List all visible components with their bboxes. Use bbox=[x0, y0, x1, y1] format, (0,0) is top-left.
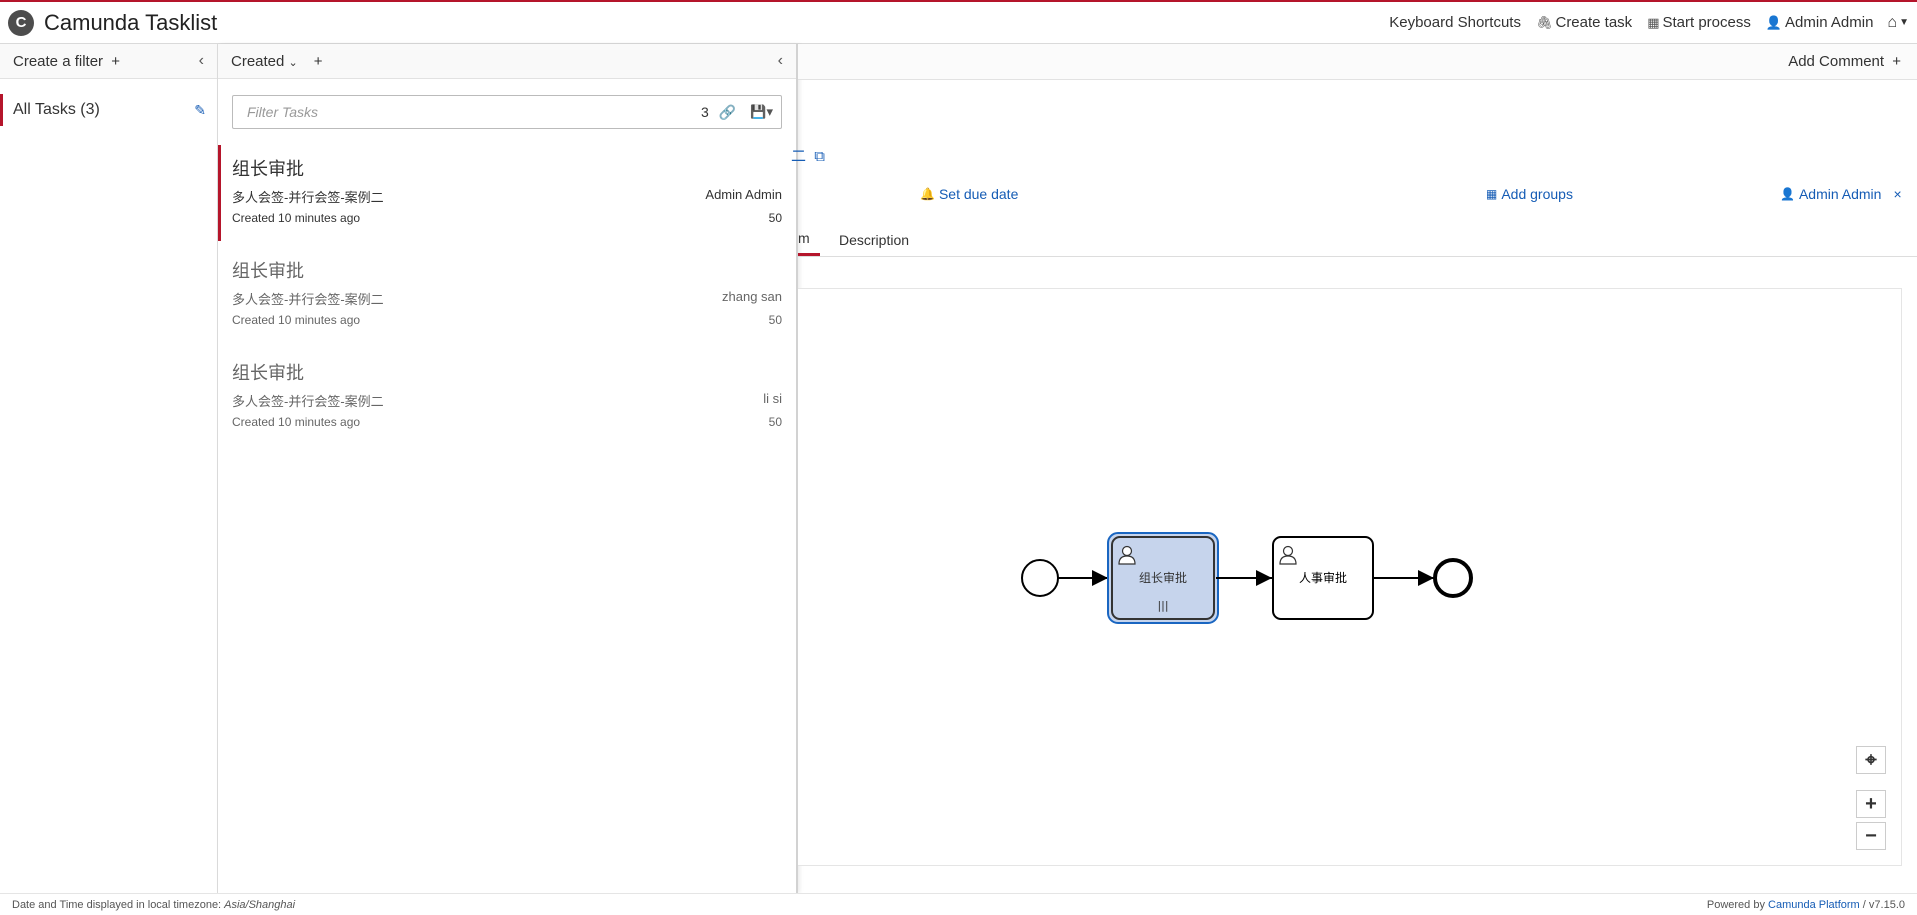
set-due-date-button[interactable]: 🔔 Set due date bbox=[920, 186, 1019, 202]
filter-item-all-tasks[interactable]: All Tasks (3) ✎ bbox=[0, 94, 216, 126]
assignee-control[interactable]: 👤 Admin Admin × bbox=[1780, 186, 1902, 202]
start-process-link[interactable]: ▦ Start process bbox=[1647, 14, 1751, 31]
task-list-column: Created ⌄ + ‹ 3 🔗 💾▾ 组长审批 多人会签-并行会签-案例二 … bbox=[218, 44, 798, 893]
remove-assignee-close-icon[interactable]: × bbox=[1893, 186, 1902, 202]
create-filter-button[interactable]: Create a filter + bbox=[13, 52, 120, 70]
task-list-item[interactable]: 组长审批 多人会签-并行会签-案例二 zhang san Created 10 … bbox=[218, 247, 796, 343]
bpmn-diagram: 组长审批 ||| 人事审批 bbox=[1021, 532, 1473, 624]
camunda-logo-icon[interactable]: C bbox=[8, 9, 34, 36]
task-created: Created 10 minutes ago bbox=[232, 415, 361, 429]
multi-instance-parallel-icon: ||| bbox=[1157, 599, 1168, 612]
caret-down-icon: ▼ bbox=[1899, 17, 1909, 28]
task-assignee: li si bbox=[763, 391, 782, 406]
grid-icon: ▦ bbox=[1486, 187, 1498, 201]
powered-by: Powered by Camunda Platform / v7.15.0 bbox=[1706, 898, 1905, 911]
brand-top-line bbox=[0, 0, 1917, 2]
plus-icon: + bbox=[1892, 53, 1901, 70]
task-assignee: zhang san bbox=[722, 289, 782, 304]
create-task-link[interactable]: 🖇 Create task bbox=[1535, 14, 1633, 31]
task-process: 多人会签-并行会签-案例二 bbox=[232, 190, 384, 205]
task-priority: 50 bbox=[768, 415, 782, 429]
sort-by-dropdown[interactable]: Created ⌄ bbox=[231, 52, 298, 70]
keyboard-shortcuts-link[interactable]: Keyboard Shortcuts bbox=[1389, 14, 1521, 31]
link-icon[interactable]: 🔗 bbox=[718, 103, 737, 120]
task-count: 3 bbox=[701, 104, 709, 120]
task-created: Created 10 minutes ago bbox=[232, 211, 361, 225]
task-process: 多人会签-并行会签-案例二 bbox=[232, 394, 384, 409]
user-task-icon bbox=[1279, 545, 1297, 565]
user-menu[interactable]: 👤 Admin Admin bbox=[1765, 14, 1874, 31]
filter-tasks-search: 3 🔗 💾▾ bbox=[232, 95, 782, 129]
collapse-chevron-left-icon[interactable]: ‹ bbox=[777, 52, 783, 69]
zoom-out-minus-icon[interactable]: − bbox=[1856, 822, 1886, 850]
start-event[interactable] bbox=[1021, 559, 1059, 597]
task-name: 组长审批 bbox=[232, 159, 304, 179]
task-label: 人事审批 bbox=[1299, 570, 1347, 585]
collapse-chevron-left-icon[interactable]: ‹ bbox=[198, 52, 204, 69]
home-icon: ⌂ bbox=[1887, 13, 1898, 31]
home-menu[interactable]: ⌂ ▼ bbox=[1887, 14, 1909, 32]
reset-view-crosshair-icon[interactable]: ⌖ bbox=[1856, 746, 1886, 774]
bpmn-diagram-canvas[interactable]: 组长审批 ||| 人事审批 bbox=[798, 288, 1902, 866]
filters-column: Create a filter + ‹ All Tasks (3) ✎ bbox=[0, 44, 218, 893]
task-label: 组长审批 bbox=[1139, 570, 1187, 585]
external-link-icon: ⧉ bbox=[814, 148, 825, 165]
calculator-icon: ▦ bbox=[1647, 14, 1660, 30]
task-name: 组长审批 bbox=[232, 261, 304, 281]
process-instance-link[interactable]: 二 ⧉ bbox=[791, 148, 825, 165]
user-icon: 👤 bbox=[1765, 14, 1783, 30]
navbar: C Camunda Tasklist Keyboard Shortcuts 🖇 … bbox=[0, 2, 1917, 44]
task-created: Created 10 minutes ago bbox=[232, 313, 361, 327]
tasklist-header: Created ⌄ + ‹ bbox=[218, 44, 796, 79]
zoom-in-plus-icon[interactable]: + bbox=[1856, 790, 1886, 818]
task-priority: 50 bbox=[768, 211, 782, 225]
add-comment-button[interactable]: Add Comment + bbox=[1788, 53, 1901, 70]
task-assignee: Admin Admin bbox=[705, 187, 782, 202]
user-icon: 👤 bbox=[1780, 187, 1795, 201]
task-list-item[interactable]: 组长审批 多人会签-并行会签-案例二 li si Created 10 minu… bbox=[218, 349, 796, 445]
add-groups-button[interactable]: ▦ Add groups bbox=[1486, 186, 1573, 202]
bell-icon: 🔔 bbox=[920, 187, 935, 201]
add-sorting-plus-icon[interactable]: + bbox=[313, 52, 323, 70]
timezone-value: Asia/Shanghai bbox=[224, 898, 296, 911]
task-list-item[interactable]: 组长审批 多人会签-并行会签-案例二 Admin Admin Created 1… bbox=[218, 145, 796, 241]
task-name: 组长审批 bbox=[232, 363, 304, 383]
filters-header: Create a filter + ‹ bbox=[0, 44, 217, 79]
camunda-platform-link[interactable]: Camunda Platform bbox=[1768, 898, 1860, 911]
paperclip-icon: 🖇 bbox=[1535, 14, 1553, 30]
plus-icon: + bbox=[111, 52, 120, 70]
task-process: 多人会签-并行会签-案例二 bbox=[232, 292, 384, 307]
task-group-leader-approval[interactable] bbox=[1111, 536, 1215, 620]
end-event[interactable] bbox=[1433, 558, 1473, 598]
chevron-down-icon: ⌄ bbox=[288, 56, 298, 69]
pencil-icon[interactable]: ✎ bbox=[194, 101, 206, 118]
filter-tasks-input[interactable] bbox=[245, 103, 702, 121]
app-title[interactable]: Camunda Tasklist bbox=[44, 9, 218, 35]
tab-description[interactable]: Description bbox=[839, 232, 910, 248]
tab-diagram[interactable]: m bbox=[798, 230, 820, 256]
save-dropdown-icon[interactable]: 💾▾ bbox=[750, 104, 773, 119]
footer: Date and Time displayed in local timezon… bbox=[0, 893, 1917, 915]
task-priority: 50 bbox=[768, 313, 782, 327]
nav-right: Keyboard Shortcuts 🖇 Create task ▦ Start… bbox=[1374, 2, 1917, 43]
user-task-icon bbox=[1118, 545, 1136, 565]
detail-tabs: m Description bbox=[798, 228, 1917, 257]
task-detail-header: Add Comment + bbox=[798, 44, 1917, 80]
timezone-label: Date and Time displayed in local timezon… bbox=[12, 898, 222, 911]
